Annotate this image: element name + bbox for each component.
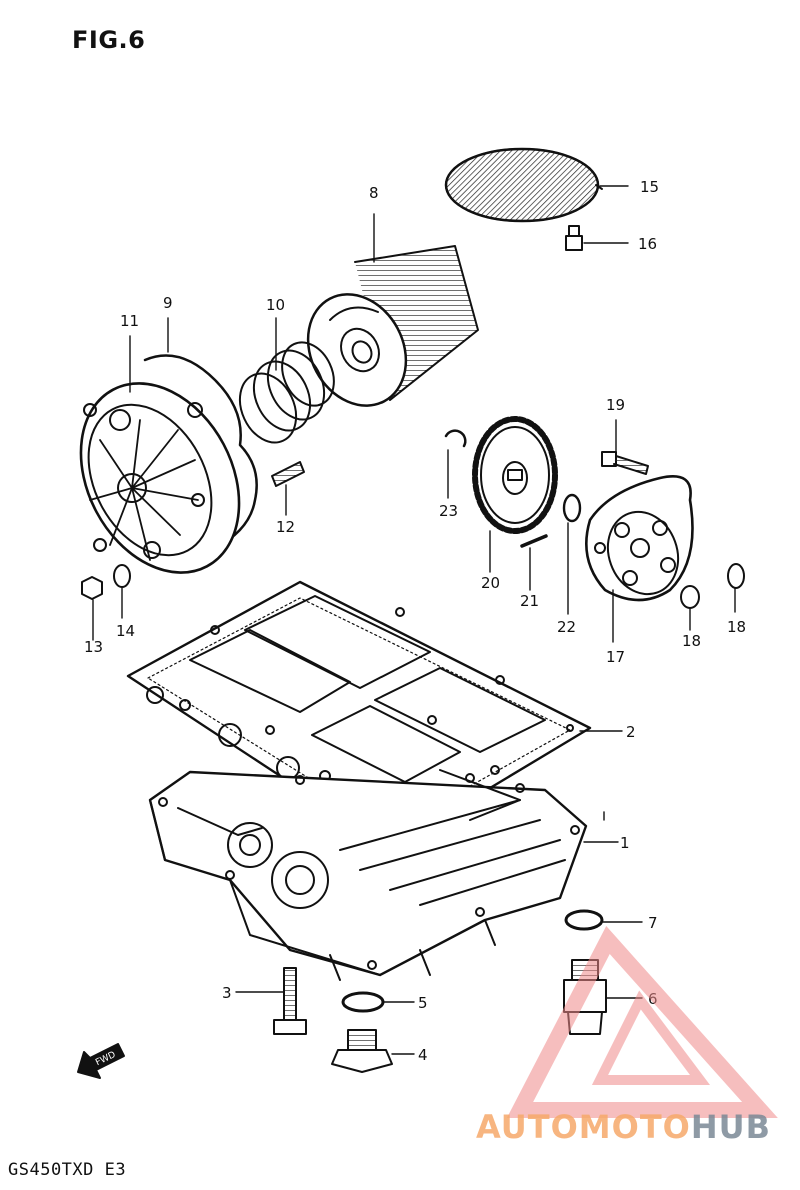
callout-18-left: 18 bbox=[682, 632, 701, 650]
pump-o-ring-right bbox=[727, 563, 745, 589]
oil-filter-cover bbox=[79, 382, 241, 574]
pump-bolt bbox=[601, 451, 649, 475]
watermark-text: AUTOMOTOHUB bbox=[476, 1108, 771, 1146]
gear-circlip bbox=[444, 429, 467, 448]
oil-filter bbox=[306, 245, 479, 407]
pressure-switch-gasket bbox=[564, 909, 604, 931]
callout-1: 1 bbox=[620, 834, 630, 852]
oil-pan-gasket bbox=[126, 580, 592, 850]
callout-14: 14 bbox=[116, 622, 135, 640]
callout-22: 22 bbox=[557, 618, 576, 636]
callout-16: 16 bbox=[638, 235, 657, 253]
callout-23: 23 bbox=[439, 502, 458, 520]
callout-3: 3 bbox=[222, 984, 232, 1002]
pump-washer bbox=[562, 493, 582, 523]
watermark-text-b: HUB bbox=[690, 1108, 772, 1146]
pump-o-ring-left bbox=[680, 585, 700, 609]
cover-o-ring bbox=[143, 354, 258, 550]
callout-19: 19 bbox=[606, 396, 625, 414]
callout-9: 9 bbox=[163, 294, 173, 312]
strainer-bolt bbox=[565, 225, 583, 251]
callout-15: 15 bbox=[640, 178, 659, 196]
callout-4: 4 bbox=[418, 1046, 428, 1064]
watermark-text-a: AUTOMOTO bbox=[476, 1108, 691, 1146]
callout-numbers: 1 2 3 4 5 6 7 8 9 10 11 12 13 14 15 16 1… bbox=[84, 178, 746, 1068]
callout-21: 21 bbox=[520, 592, 539, 610]
oil-pan-bolt bbox=[273, 967, 307, 1035]
cover-stud bbox=[271, 461, 305, 487]
callout-18-right: 18 bbox=[727, 618, 746, 636]
callout-10: 10 bbox=[266, 296, 285, 314]
watermark-logo-icon bbox=[506, 926, 778, 1118]
filter-spring bbox=[238, 341, 335, 444]
callout-7: 7 bbox=[648, 914, 658, 932]
oil-pan bbox=[148, 769, 588, 981]
callout-2: 2 bbox=[626, 723, 636, 741]
callout-13: 13 bbox=[84, 638, 103, 656]
cover-washer bbox=[113, 564, 131, 588]
callout-12: 12 bbox=[276, 518, 295, 536]
cover-nut bbox=[81, 576, 103, 600]
callout-8: 8 bbox=[369, 184, 379, 202]
drive-pin bbox=[520, 534, 548, 548]
drain-plug bbox=[331, 1029, 393, 1073]
oil-pump bbox=[585, 475, 694, 602]
callout-5: 5 bbox=[418, 994, 428, 1012]
forward-arrow-icon bbox=[77, 1043, 125, 1079]
drain-plug-gasket bbox=[341, 991, 385, 1013]
callout-11: 11 bbox=[120, 312, 139, 330]
oil-pump-gear bbox=[472, 416, 558, 534]
model-code: GS450TXD E3 bbox=[8, 1160, 127, 1180]
oil-strainer-screen bbox=[444, 147, 603, 223]
callout-17: 17 bbox=[606, 648, 625, 666]
figure-title: FIG.6 bbox=[72, 26, 146, 54]
callout-20: 20 bbox=[481, 574, 500, 592]
